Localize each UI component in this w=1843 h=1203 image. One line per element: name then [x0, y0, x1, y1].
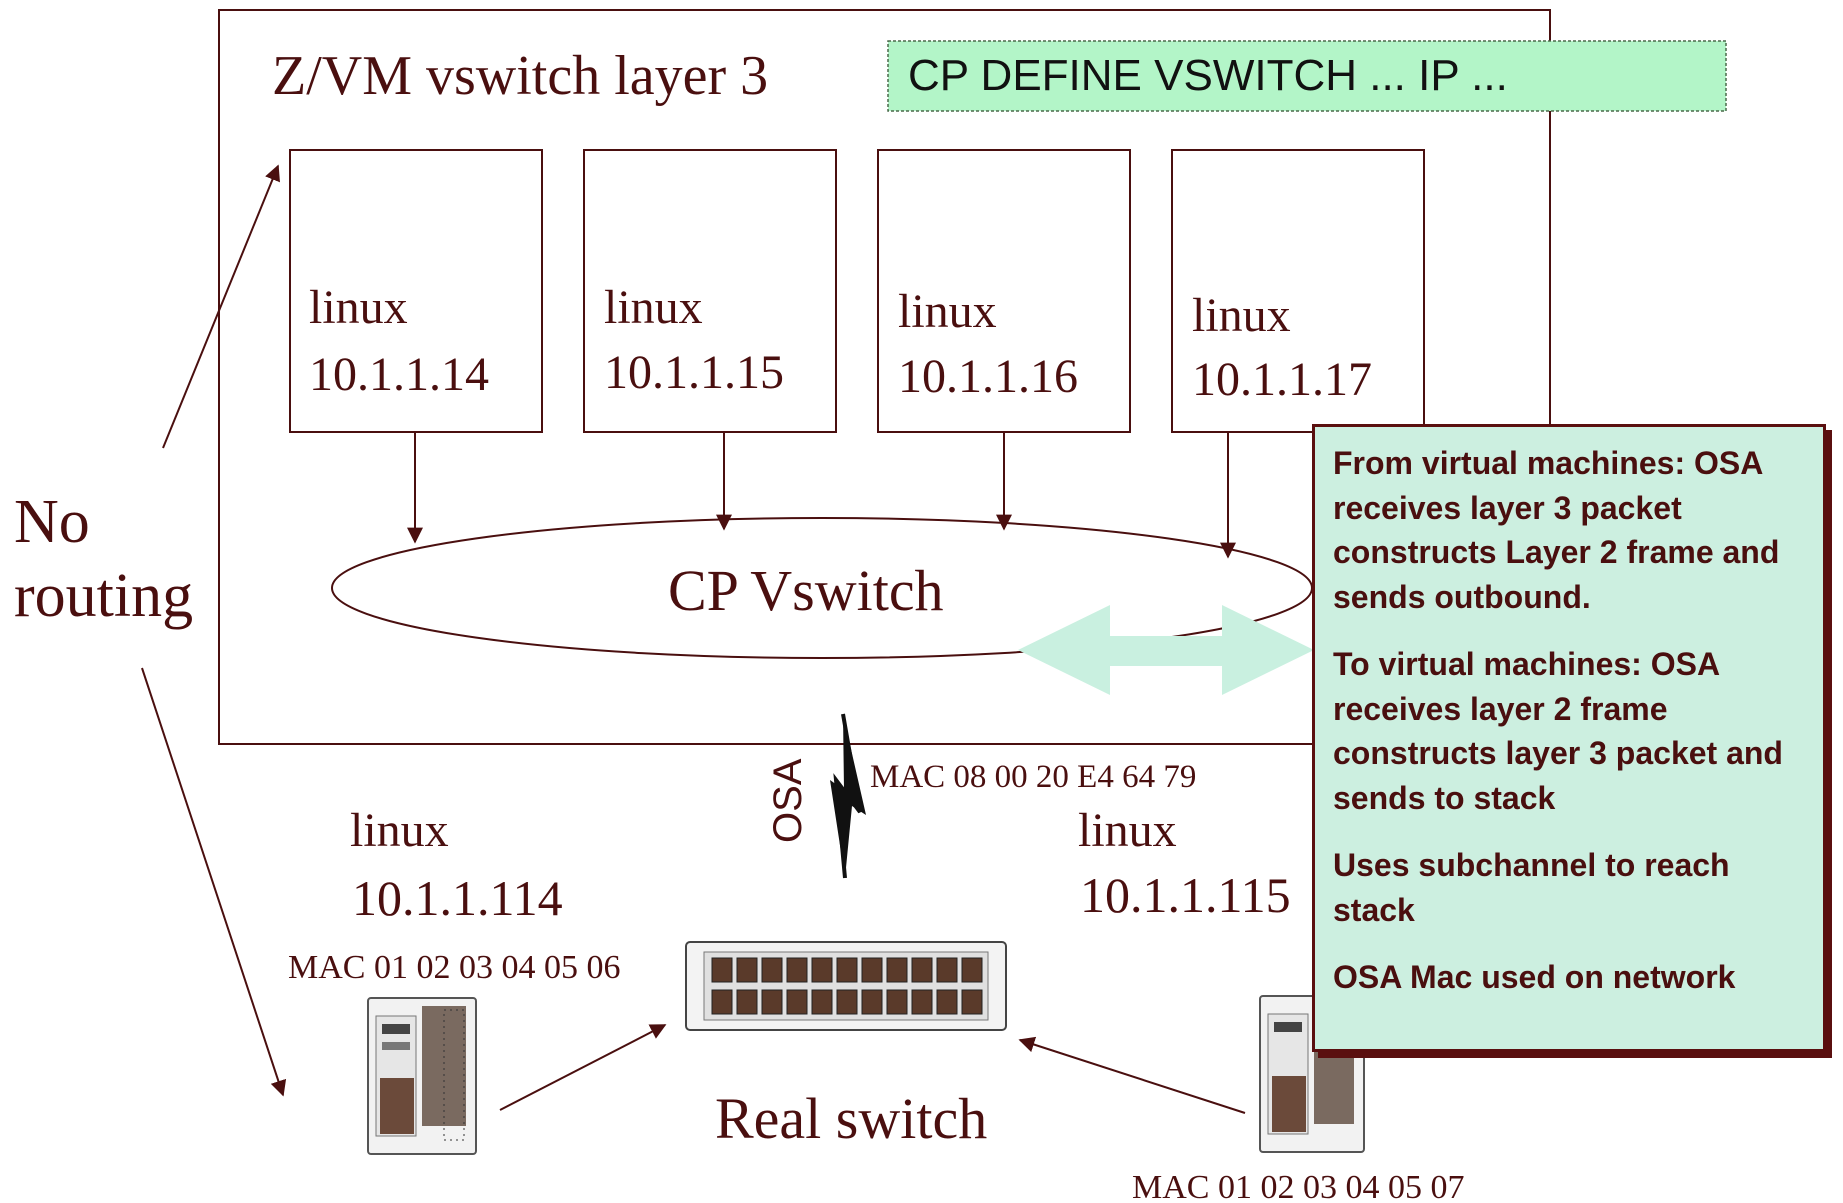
guest-ip-label: 10.1.1.15 — [604, 346, 784, 399]
real-switch-icon — [685, 941, 1007, 1031]
switch-port — [761, 957, 783, 983]
switch-port — [886, 957, 908, 983]
info-paragraph-subchannel: Uses subchannel to reach stack — [1333, 847, 1730, 928]
info-paragraph-osa-mac: OSA Mac used on network — [1333, 959, 1736, 995]
switch-port — [961, 957, 983, 983]
switch-port — [711, 989, 733, 1015]
switch-port — [861, 989, 883, 1015]
switch-port — [886, 989, 908, 1015]
switch-port — [911, 957, 933, 983]
command-text: CP DEFINE VSWITCH ... IP ... — [908, 51, 1508, 100]
switch-port — [836, 957, 858, 983]
switch-port — [711, 957, 733, 983]
guest-ip-label: 10.1.1.17 — [1192, 353, 1372, 406]
cp-vswitch-label: CP Vswitch — [668, 558, 944, 623]
left-host-ip: 10.1.1.114 — [352, 870, 563, 926]
guest-ip-label: 10.1.1.14 — [309, 348, 489, 401]
routing-arrow-up — [162, 164, 280, 449]
switch-port — [911, 989, 933, 1015]
real-switch-label: Real switch — [715, 1086, 987, 1151]
guest-vm-4: linux 10.1.1.17 — [1171, 149, 1425, 433]
switch-port — [861, 957, 883, 983]
double-arrow — [1018, 605, 1314, 695]
guest-os-label: linux — [898, 285, 997, 338]
switch-port — [736, 989, 758, 1015]
right-host-mac: MAC 01 02 03 04 05 07 — [1132, 1169, 1464, 1203]
left-host-mac: MAC 01 02 03 04 05 06 — [288, 949, 620, 986]
guest-vm-1: linux 10.1.1.14 — [289, 149, 543, 433]
zvm-frame — [218, 9, 1551, 745]
zvm-title: Z/VM vswitch layer 3 — [272, 45, 768, 107]
right-host-os: linux — [1078, 804, 1177, 857]
switch-port — [761, 989, 783, 1015]
no-routing-label: No — [14, 488, 90, 556]
osa-info-box: From virtual machines: OSA receives laye… — [1312, 424, 1826, 1052]
no-routing-label: routing — [14, 562, 193, 630]
left-server-icon — [367, 997, 477, 1155]
guest-os-label: linux — [1192, 289, 1291, 342]
command-banner — [887, 40, 1727, 112]
switch-port — [811, 957, 833, 983]
right-host-to-switch-arrow — [1018, 1036, 1246, 1114]
left-host-to-switch-arrow — [499, 1024, 667, 1111]
osa-mac-label: MAC 08 00 20 E4 64 79 — [870, 759, 1196, 795]
switch-port — [786, 957, 808, 983]
guest-os-label: linux — [309, 281, 408, 334]
switch-port — [736, 957, 758, 983]
guest-ip-label: 10.1.1.16 — [898, 350, 1078, 403]
lightning-bolt-fill — [830, 714, 866, 878]
guest-os-label: linux — [604, 281, 703, 334]
left-host-os: linux — [350, 804, 449, 857]
switch-port — [836, 989, 858, 1015]
right-host-ip: 10.1.1.115 — [1080, 867, 1291, 923]
guest-vm-2: linux 10.1.1.15 — [583, 149, 837, 433]
switch-port — [936, 989, 958, 1015]
routing-arrow-down — [141, 667, 287, 1097]
info-paragraph-from-vm: From virtual machines: OSA receives laye… — [1333, 445, 1780, 615]
info-paragraph-to-vm: To virtual machines: OSA receives layer … — [1333, 646, 1783, 816]
switch-port — [961, 989, 983, 1015]
guest-vm-3: linux 10.1.1.16 — [877, 149, 1131, 433]
switch-port — [936, 957, 958, 983]
osa-label: OSA — [766, 758, 810, 843]
switch-port — [811, 989, 833, 1015]
switch-port — [786, 989, 808, 1015]
